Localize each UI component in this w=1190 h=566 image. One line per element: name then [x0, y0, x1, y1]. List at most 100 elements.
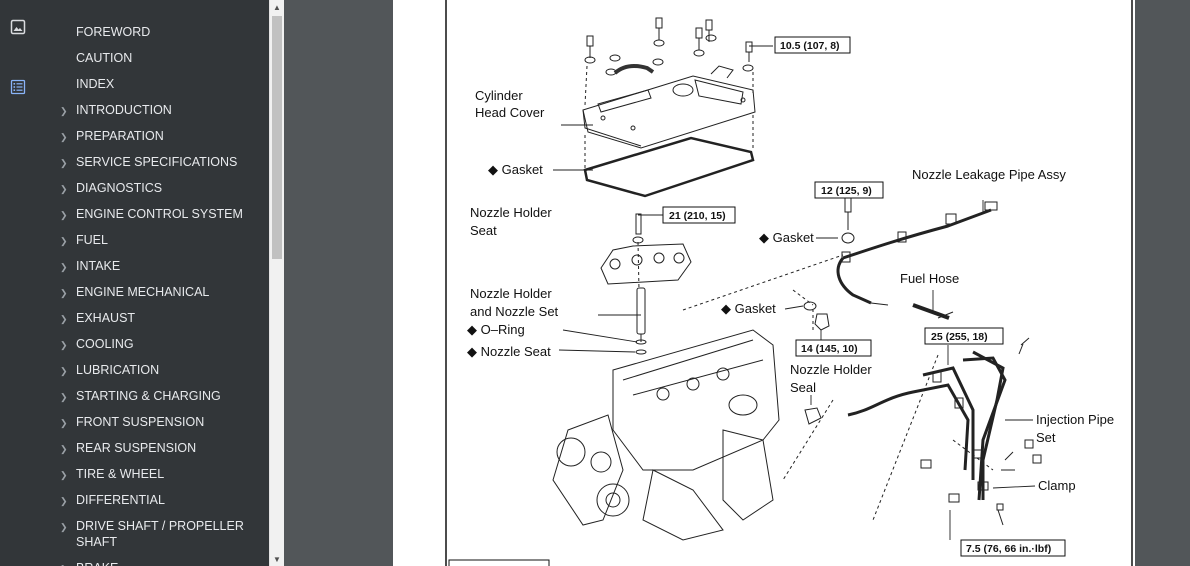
- outline-item-intake[interactable]: ❯ INTAKE: [48, 254, 269, 280]
- label-fuel-hose: Fuel Hose: [900, 271, 959, 286]
- outline-item-label: TIRE & WHEEL: [76, 467, 165, 481]
- outline-item-index[interactable]: ❯INDEX: [48, 72, 269, 98]
- leader-lines: [553, 45, 1036, 540]
- chevron-right-icon[interactable]: ❯: [60, 392, 68, 402]
- outline-item-label: STARTING & CHARGING: [76, 389, 221, 403]
- sidebar-icon-rail: [0, 0, 48, 566]
- label-nozzle-holder-nozzle-set-1: Nozzle Holder: [470, 286, 552, 301]
- chevron-right-icon[interactable]: ❯: [60, 132, 68, 142]
- chevron-right-icon[interactable]: ❯: [60, 366, 68, 376]
- outline-item-label: DRIVE SHAFT / PROPELLER SHAFT: [76, 519, 244, 549]
- chevron-right-icon[interactable]: ❯: [60, 470, 68, 480]
- outline-item-label: SERVICE SPECIFICATIONS: [76, 155, 238, 169]
- outline-item-preparation[interactable]: ❯ PREPARATION: [48, 124, 269, 150]
- outline-item-exhaust[interactable]: ❯EXHAUST: [48, 306, 269, 332]
- outline-item-differential[interactable]: ❯ DIFFERENTIAL: [48, 488, 269, 514]
- chevron-right-icon[interactable]: ❯: [60, 262, 68, 272]
- outline-item-foreword[interactable]: ❯FOREWORD: [48, 20, 269, 46]
- union-bolt: [814, 313, 830, 331]
- outline-item-introduction[interactable]: ❯ INTRODUCTION: [48, 98, 269, 124]
- outline-item-fuel[interactable]: ❯FUEL: [48, 228, 269, 254]
- outline-item-label: FOREWORD: [76, 25, 151, 39]
- chevron-right-icon[interactable]: ❯: [60, 444, 68, 454]
- outline-item-caution[interactable]: ❯CAUTION: [48, 46, 269, 72]
- outline-item-label: INTRODUCTION: [76, 103, 172, 117]
- outline-item-tire-wheel[interactable]: ❯ TIRE & WHEEL: [48, 462, 269, 488]
- thumbnails-icon[interactable]: [9, 18, 27, 36]
- cylinder-head-cover: [582, 65, 756, 149]
- chevron-right-icon[interactable]: ❯: [60, 184, 68, 194]
- outline-item-label: DIFFERENTIAL: [76, 493, 165, 507]
- outline-item-engine-mechanical[interactable]: ❯ ENGINE MECHANICAL: [48, 280, 269, 306]
- chevron-right-icon[interactable]: ❯: [60, 106, 68, 116]
- chevron-right-icon[interactable]: ❯: [60, 288, 68, 298]
- outline-item-front-suspension[interactable]: ❯ FRONT SUSPENSION: [48, 410, 269, 436]
- chevron-right-icon[interactable]: ❯: [60, 210, 68, 220]
- label-nozzle-holder-seat-1: Nozzle Holder: [470, 205, 552, 220]
- outline-item-brake[interactable]: ❯ BRAKE: [48, 556, 269, 566]
- engine-block: [552, 329, 780, 541]
- nozzle-holder-seats: [600, 213, 692, 285]
- outline-icon[interactable]: [9, 78, 27, 96]
- outline-item-label: INTAKE: [76, 259, 121, 273]
- torque-box-3: 21 (210, 15): [662, 206, 736, 224]
- torque-box-6: 7.5 (76, 66 in.·lbf): [960, 539, 1066, 557]
- cover-bolts: [584, 17, 754, 76]
- outline-item-label: INDEX: [76, 77, 115, 91]
- torque-box-2: 12 (125, 9): [814, 181, 884, 199]
- outline-item-service-specifications[interactable]: ❯ SERVICE SPECIFICATIONS: [48, 150, 269, 176]
- label-injection-pipe-set-2: Set: [1036, 430, 1056, 445]
- outline-item-label: FRONT SUSPENSION: [76, 415, 205, 429]
- outline-item-drive-shaft-propeller-shaft[interactable]: ❯ DRIVE SHAFT / PROPELLER SHAFT: [48, 514, 269, 556]
- chevron-right-icon[interactable]: ❯: [60, 561, 68, 566]
- label-nozzle-leakage-pipe: Nozzle Leakage Pipe Assy: [912, 167, 1066, 182]
- torque-value-3: 21 (210, 15): [669, 210, 726, 222]
- torque-value-1: 10.5 (107, 8): [780, 40, 840, 52]
- chevron-right-icon[interactable]: ❯: [60, 418, 68, 428]
- label-nozzle-holder-seat-2: Seat: [470, 223, 497, 238]
- outline-item-label: ENGINE CONTROL SYSTEM: [76, 207, 243, 221]
- torque-box-5: 25 (255, 18): [924, 327, 1004, 345]
- outline-item-label: ENGINE MECHANICAL: [76, 285, 210, 299]
- cover-gasket: [583, 136, 755, 198]
- outline-item-rear-suspension[interactable]: ❯REAR SUSPENSION: [48, 436, 269, 462]
- chevron-right-icon[interactable]: ❯: [60, 340, 68, 350]
- chevron-right-icon[interactable]: ❯: [60, 314, 68, 324]
- outline-item-diagnostics[interactable]: ❯ DIAGNOSTICS: [48, 176, 269, 202]
- torque-value-5: 25 (255, 18): [931, 331, 988, 343]
- label-cylinder-head-cover-1: Cylinder: [475, 88, 523, 103]
- outline-item-starting-charging[interactable]: ❯ STARTING & CHARGING: [48, 384, 269, 410]
- caption-box: [448, 559, 550, 566]
- chevron-right-icon[interactable]: ❯: [60, 522, 68, 532]
- label-cylinder-head-cover-2: Head Cover: [475, 105, 545, 120]
- label-nozzle-seat: ◆ Nozzle Seat: [467, 344, 551, 359]
- scroll-up-arrow-icon[interactable]: ▲: [273, 2, 281, 12]
- label-nozzle-holder-seal-2: Seal: [790, 380, 816, 395]
- scroll-down-arrow-icon[interactable]: ▼: [273, 554, 281, 564]
- label-clamp: Clamp: [1038, 478, 1076, 493]
- outline-item-label: PREPARATION: [76, 129, 164, 143]
- torque-box-1: 10.5 (107, 8): [774, 36, 851, 54]
- outline-item-label: BRAKE: [76, 561, 118, 566]
- outline-item-engine-control-system[interactable]: ❯ ENGINE CONTROL SYSTEM: [48, 202, 269, 228]
- nozzle-holder-seal: [804, 407, 822, 425]
- engine-diagram: Cylinder Head Cover ◆ Gasket Nozzle Hold…: [445, 0, 1133, 566]
- breather-hose: [613, 63, 655, 75]
- chevron-right-icon[interactable]: ❯: [60, 236, 68, 246]
- label-injection-pipe-set-1: Injection Pipe: [1036, 412, 1114, 427]
- chevron-right-icon[interactable]: ❯: [60, 158, 68, 168]
- nozzle-holder-set: [635, 287, 647, 355]
- label-o-ring: ◆ O–Ring: [467, 322, 525, 337]
- gasket-ring: [803, 301, 817, 311]
- leakage-pipe: [836, 197, 998, 306]
- torque-box-4: 14 (145, 10): [795, 339, 872, 357]
- chevron-right-icon[interactable]: ❯: [60, 496, 68, 506]
- label-gasket-2: ◆ Gasket: [759, 230, 814, 245]
- outline-item-cooling[interactable]: ❯COOLING: [48, 332, 269, 358]
- outline-scrollbar[interactable]: ▲ ▼: [269, 0, 284, 566]
- scrollbar-thumb[interactable]: [272, 16, 282, 259]
- outline-item-lubrication[interactable]: ❯LUBRICATION: [48, 358, 269, 384]
- torque-value-4: 14 (145, 10): [801, 343, 858, 355]
- outline-item-label: DIAGNOSTICS: [76, 181, 163, 195]
